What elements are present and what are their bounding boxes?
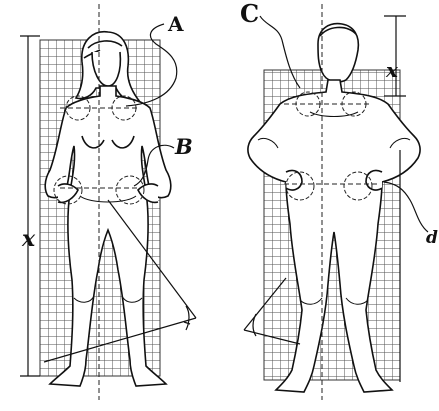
label-d: d [426,230,438,247]
label-a: A [168,14,184,34]
measure-label-right: x [386,60,398,80]
measure-label-left: x [22,228,35,250]
label-c: C [240,2,259,26]
left-measure-bar [20,36,40,376]
label-b: B [175,136,193,157]
